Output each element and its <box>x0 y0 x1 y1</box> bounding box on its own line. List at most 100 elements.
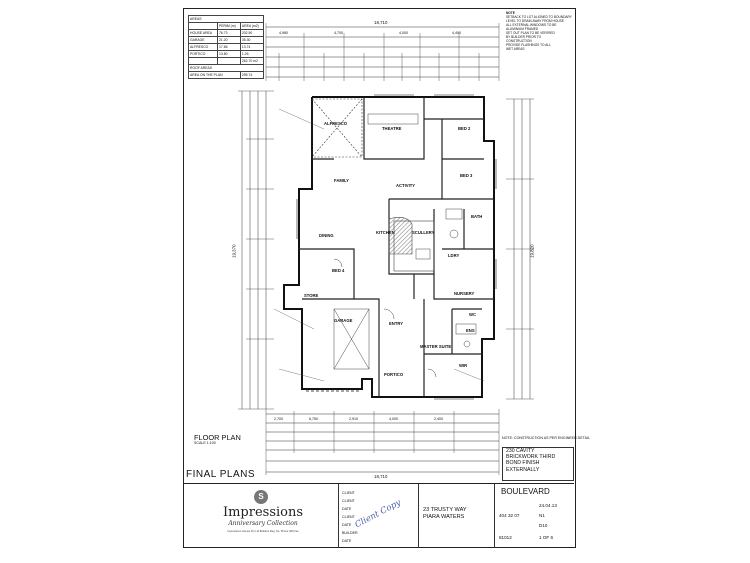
areas-cell <box>188 57 218 65</box>
notes-block: NOTE SETBACK TO LOT ALIGNED TO BOUNDARY … <box>506 11 572 51</box>
notes-line: SET OUT PLAN TO BE VERIFIED <box>506 31 555 35</box>
areas-cell: HOUSE AREA <box>188 29 218 37</box>
room-ens: ENS <box>466 328 475 333</box>
notes-line: ALUMINIUM FRAMED <box>506 27 539 31</box>
address-line1: 23 TRUSTY WAY <box>423 507 467 513</box>
notes-line: ALL EXTERNAL WINDOWS TO BE <box>506 23 557 27</box>
kitchen-island-hatch <box>388 217 413 255</box>
notes-line: CONSTRUCTION <box>506 39 532 43</box>
room-wc: WC <box>469 312 476 317</box>
logo-mark-icon: S <box>254 490 268 504</box>
room-dining: DINING <box>319 233 334 238</box>
brickwork-line: BRICKWORK THIRD <box>506 454 556 461</box>
areas-cell: GARAGE <box>188 36 218 44</box>
overall-width-top: 18,710 <box>374 20 388 25</box>
room-bath: BATH <box>471 214 483 219</box>
room-bed3: BED 3 <box>460 173 473 178</box>
areas-cell: ALFRESCO <box>188 43 218 51</box>
notes-line: PROVIDE FLASHINGS TO ALL <box>506 43 551 47</box>
address-line2: PIARA WATERS <box>423 514 465 520</box>
bottom-dim: 4,000 <box>389 417 398 421</box>
room-portico: PORTICO <box>384 372 404 377</box>
windows <box>296 94 497 400</box>
construction-note: NOTE: CONSTRUCTION AS PER ENGINEER DETAI… <box>502 436 590 440</box>
floor-plan-scale: SCALE 1:100 <box>194 441 216 445</box>
areas-cell: PORTICO <box>188 50 218 58</box>
areas-header: PERIM (m) <box>216 22 241 30</box>
notes-line: SETBACK TO LOT ALIGNED TO BOUNDARY <box>506 15 572 19</box>
title-block: S Impressions Anniversary Collection Imp… <box>184 483 574 548</box>
areas-total: 262.70 m2 <box>239 57 265 65</box>
client-field: DATE <box>342 539 352 543</box>
room-wir: WIR <box>459 363 468 368</box>
drawing-sheet: AREAS PERIM (m) AREA (m2) HOUSE AREA 76.… <box>183 8 590 548</box>
lot-number: 81012 <box>499 535 512 540</box>
top-dimension-lines <box>265 23 500 81</box>
floor-plan-drawing <box>238 23 534 475</box>
client-field: CLIENT <box>342 491 355 495</box>
company-name: Impressions <box>222 505 304 520</box>
left-dimension-lines <box>238 90 274 410</box>
overall-height-left: 19,370 <box>231 244 237 258</box>
areas-cell: 35.30 <box>239 36 265 44</box>
areas-title: AREAS <box>188 15 264 23</box>
leader-lines <box>273 108 485 382</box>
areas-cell: 21.20 <box>216 36 241 44</box>
kitchen-bench <box>393 220 435 272</box>
room-store: STORE <box>304 293 319 298</box>
notes-title: NOTE <box>506 11 515 15</box>
areas-cell: 17.66 <box>216 43 241 51</box>
overall-width-bottom: 18,710 <box>374 474 388 479</box>
bottom-dim: 2,400 <box>434 417 443 421</box>
client-fields: CLIENT CLIENT DATE CLIENT DATE BUILDER D… <box>338 484 418 548</box>
room-kitchen: KITCHEN <box>376 230 395 235</box>
roof-areas-title: ROOF AREAS <box>188 64 264 72</box>
bottom-dim: 2,910 <box>349 417 358 421</box>
areas-cell <box>216 57 241 65</box>
client-field: CLIENT <box>342 515 355 519</box>
alfresco-outline <box>311 98 363 158</box>
job-number: 404 32 07 <box>499 513 520 518</box>
right-dimension-lines <box>506 98 534 400</box>
roof-areas-label: AREA ON THE PLAN <box>188 71 241 79</box>
client-field: DATE <box>342 507 352 511</box>
room-scullery: SCULLERY <box>412 230 435 235</box>
room-master-suite: MASTER SUITE <box>420 344 452 349</box>
client-field: DATE <box>342 523 352 527</box>
notes-line: WET AREAS <box>506 47 525 51</box>
room-entry: ENTRY <box>389 321 404 326</box>
exterior-walls <box>283 96 495 398</box>
brickwork-line: BOND FINISH <box>506 460 540 467</box>
room-alfresco: ALFRESCO <box>324 121 348 126</box>
final-plans-label: FINAL PLANS <box>186 469 256 480</box>
room-theatre: THEATRE <box>382 126 402 131</box>
top-dim: 4,980 <box>279 31 288 35</box>
areas-header <box>188 22 218 30</box>
revision: N1 <box>539 513 545 518</box>
room-nursery: NURSERY <box>454 291 475 296</box>
company-fine-print: Impressions Homes Pty Ltd Builders Reg. … <box>227 530 299 533</box>
bottom-dim: 6,750 <box>309 417 318 421</box>
top-dim: 4,700 <box>334 31 343 35</box>
room-activity: ACTIVITY <box>396 183 416 188</box>
room-garage: GARAGE <box>334 318 353 323</box>
sheet-number: 1 OF 6 <box>539 535 554 540</box>
top-dim: 4,490 <box>452 31 461 35</box>
floor-plan-title: FLOOR PLAN <box>194 433 241 442</box>
bottom-dimension-lines <box>265 409 500 475</box>
design-name: BOULEVARD <box>501 487 550 496</box>
client-field: CLIENT <box>342 499 355 503</box>
areas-cell: 76.73 <box>216 29 241 37</box>
design-cell: BOULEVARD 24.04.13 404 32 07 N1 D10 8101… <box>494 484 574 548</box>
fixtures <box>333 113 477 378</box>
top-dim: 4,000 <box>399 31 408 35</box>
client-copy-stamp: Client Copy <box>353 497 403 531</box>
company-logo: S Impressions Anniversary Collection Imp… <box>188 490 338 544</box>
areas-table: AREAS PERIM (m) AREA (m2) HOUSE AREA 76.… <box>188 15 265 79</box>
brickwork-line: EXTERNALLY <box>506 466 540 473</box>
brickwork-line: 230 CAVITY <box>506 448 535 454</box>
areas-cell: 1.26 <box>239 50 265 58</box>
bottom-dim: 2,700 <box>274 417 283 421</box>
address-cell: 23 TRUSTY WAY PIARA WATERS <box>418 484 494 548</box>
overall-height-right: 19,820 <box>529 244 535 258</box>
